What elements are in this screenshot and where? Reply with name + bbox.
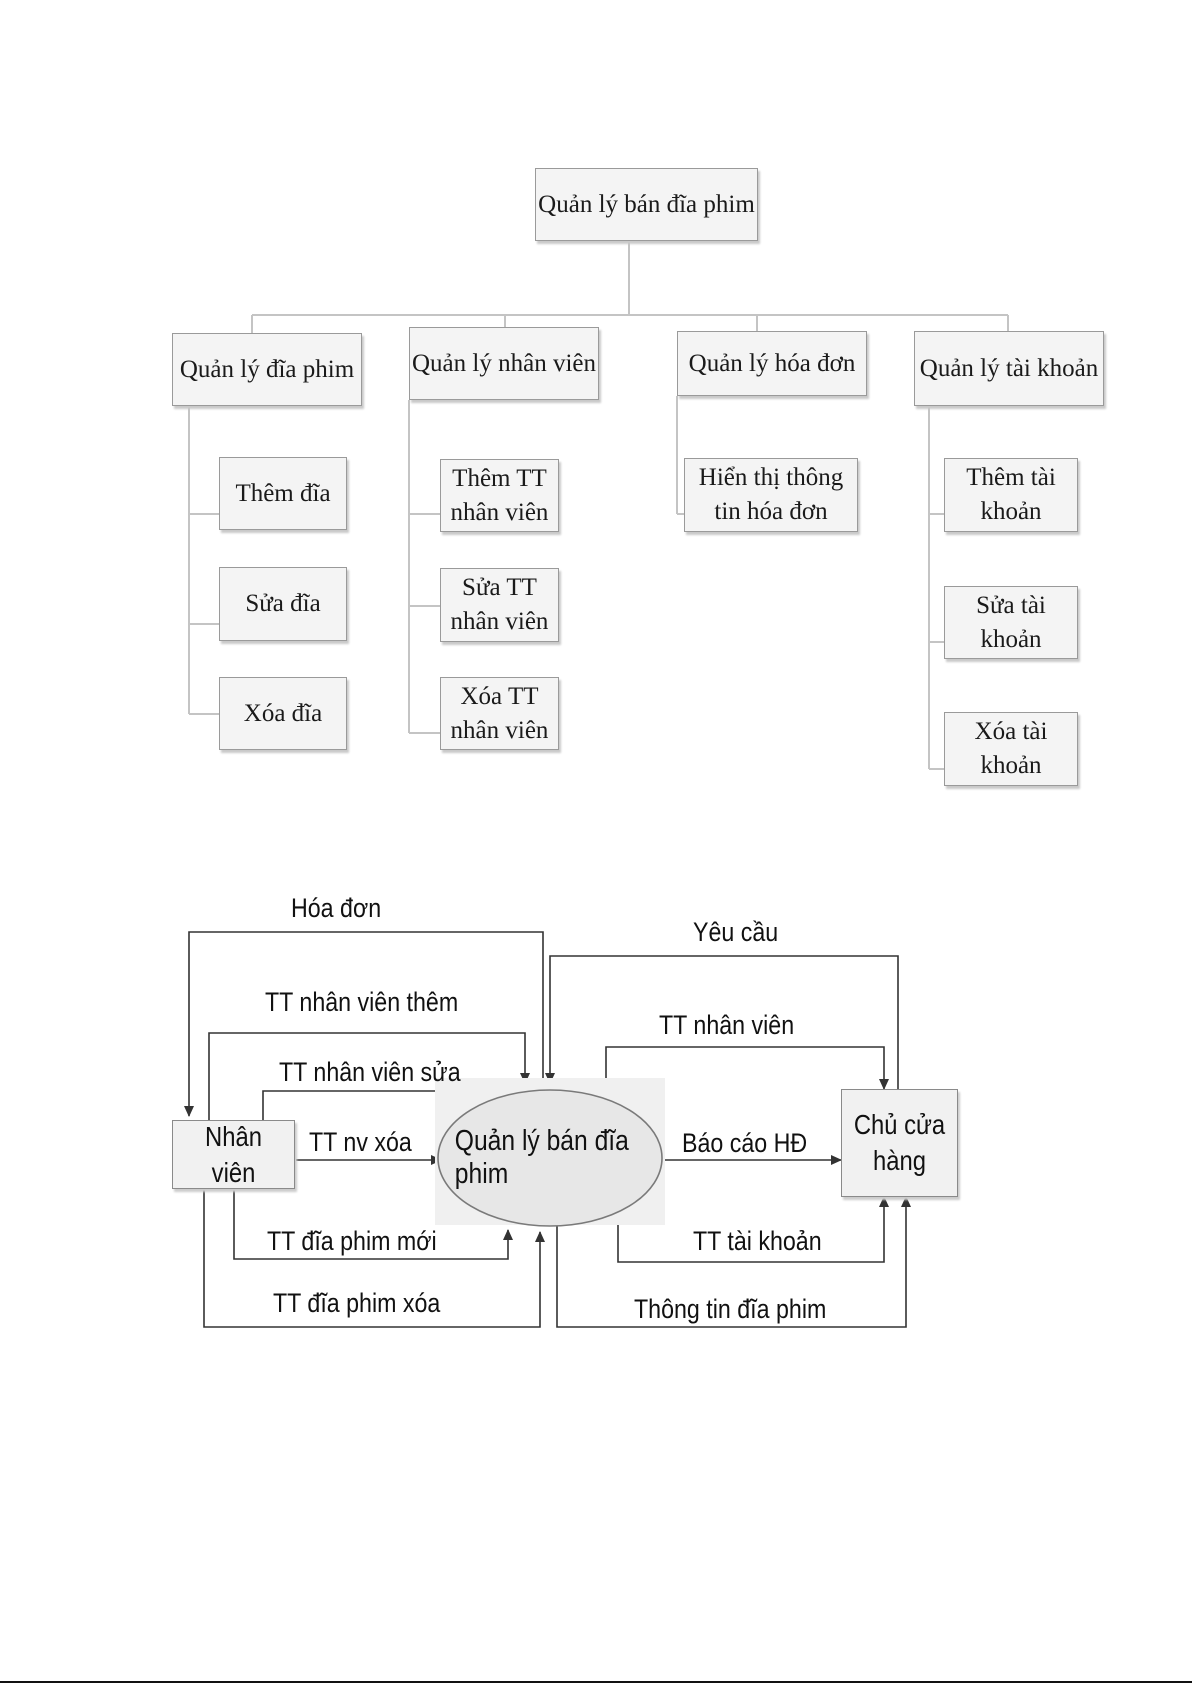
flow-label-account-info: TT tài khoản [693, 1226, 822, 1256]
flow-label-staff-delete: TT nv xóa [309, 1127, 412, 1157]
branch-label-invoice: Quản lý hóa đơn [688, 349, 856, 377]
leaf-label: Thêm đĩa [235, 479, 331, 507]
flow-label-staff-info: TT nhân viên [659, 1010, 795, 1040]
root-label: Quản lý bán đĩa phim [538, 190, 755, 218]
leaf-label: Xóa TT nhân viên [450, 682, 549, 744]
flow-label-deleted-disc: TT đĩa phim xóa [273, 1288, 441, 1318]
flow-label-invoice: Hóa đơn [291, 893, 382, 923]
branch-box-account: Quản lý tài khoản [914, 331, 1104, 406]
entity-staff-label: Nhân viên [205, 1120, 262, 1188]
entity-owner-label: Chủ cửa hàng [853, 1109, 946, 1176]
leaf-box-delete-disc: Xóa đĩa [219, 677, 347, 750]
flow-label-staff-add: TT nhân viên thêm [265, 987, 459, 1017]
leaf-label: Sửa tài khoản [976, 591, 1046, 653]
entity-owner: Chủ cửa hàng [841, 1089, 958, 1197]
entity-staff: Nhân viên [172, 1120, 295, 1189]
leaf-box-edit-account: Sửa tài khoản [944, 586, 1078, 659]
leaf-label: Sửa TT nhân viên [450, 574, 549, 635]
leaf-box-delete-account: Xóa tài khoản [944, 712, 1078, 786]
branch-label-account: Quản lý tài khoản [919, 354, 1099, 382]
leaf-label: Hiển thị thông tin hóa đơn [698, 464, 844, 525]
page-bottom-rule [0, 1681, 1192, 1683]
hierarchy-connectors [188, 241, 1009, 770]
leaf-box-edit-disc: Sửa đĩa [219, 567, 347, 641]
flow-label-disc-info: Thông tin đĩa phim [634, 1294, 827, 1324]
branch-box-disc: Quản lý đĩa phim [172, 333, 362, 406]
branch-label-disc: Quản lý đĩa phim [179, 355, 355, 383]
leaf-label: Xóa tài khoản [974, 718, 1048, 779]
dfd-flows [184, 931, 911, 1328]
leaf-box-invoice-info: Hiển thị thông tin hóa đơn [684, 458, 858, 532]
leaf-label: Sửa đĩa [245, 590, 321, 617]
leaf-label: Thêm TT nhân viên [450, 464, 549, 526]
branch-box-staff: Quản lý nhân viên [409, 327, 599, 400]
process-ellipse [437, 1089, 663, 1227]
process-label-wrap: Quản lý bán đĩa phim [438, 1125, 662, 1190]
root-box: Quản lý bán đĩa phim [535, 168, 758, 241]
leaf-box-add-disc: Thêm đĩa [219, 457, 347, 530]
flow-label-new-disc: TT đĩa phim mới [267, 1226, 437, 1256]
flow-label-request: Yêu cầu [693, 917, 779, 947]
flow-label-report: Báo cáo HĐ [682, 1128, 808, 1158]
leaf-box-add-staff: Thêm TT nhân viên [440, 459, 559, 532]
process-label: Quản lý bán đĩa phim [454, 1125, 629, 1190]
flow-label-staff-edit: TT nhân viên sửa [279, 1057, 461, 1087]
leaf-box-add-account: Thêm tài khoản [944, 458, 1078, 532]
branch-label-staff: Quản lý nhân viên [412, 349, 596, 377]
branch-box-invoice: Quản lý hóa đơn [677, 331, 867, 396]
leaf-box-edit-staff: Sửa TT nhân viên [440, 568, 559, 642]
leaf-label: Xóa đĩa [243, 699, 323, 727]
leaf-label: Thêm tài khoản [966, 464, 1056, 525]
leaf-box-delete-staff: Xóa TT nhân viên [440, 677, 559, 750]
